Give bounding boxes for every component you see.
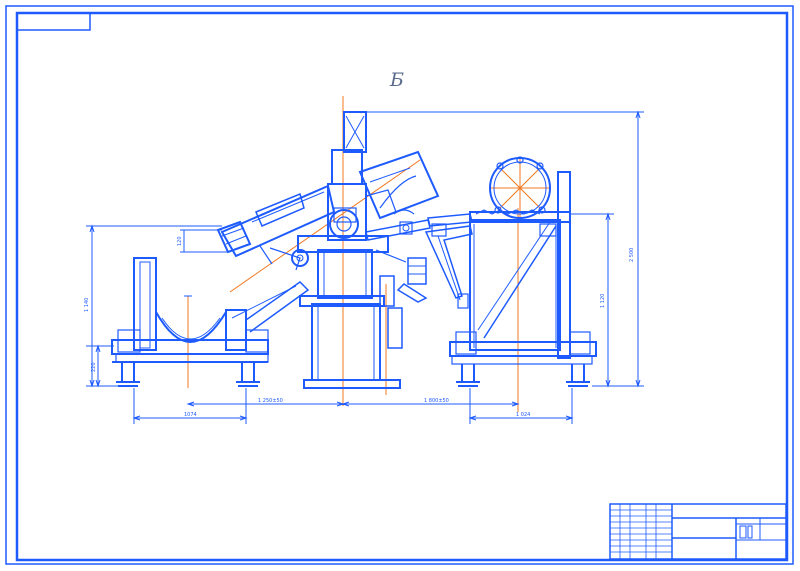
dimension-lines bbox=[86, 110, 644, 424]
right-stand bbox=[424, 156, 597, 387]
central-column bbox=[297, 235, 403, 389]
title-block-grid bbox=[610, 504, 672, 559]
dim-left-width: 1074 bbox=[184, 412, 197, 418]
dim-top-small: 120 bbox=[177, 236, 183, 246]
manipulator bbox=[216, 111, 473, 303]
dim-left-height: 1 140 bbox=[84, 298, 90, 312]
left-stand bbox=[111, 257, 310, 387]
sheet-border-outer bbox=[5, 5, 794, 565]
sheet-border-inner bbox=[15, 11, 789, 562]
dim-right-width: 1 024 bbox=[516, 412, 530, 418]
view-label: Б bbox=[389, 69, 404, 91]
dim-left-offset: 1 250±50 bbox=[258, 398, 283, 404]
title-block bbox=[609, 503, 787, 560]
dim-right-offset: 1 800±50 bbox=[424, 398, 449, 404]
dim-right-height: 1 120 bbox=[600, 294, 606, 308]
dim-left-base-height: 220 bbox=[91, 362, 97, 372]
corner-stamp-box bbox=[16, 12, 91, 31]
dimension-texts: 2 500 1 120 1 140 220 120 1074 1 250±50 … bbox=[84, 236, 635, 418]
dim-overall-height: 2 500 bbox=[629, 248, 635, 262]
